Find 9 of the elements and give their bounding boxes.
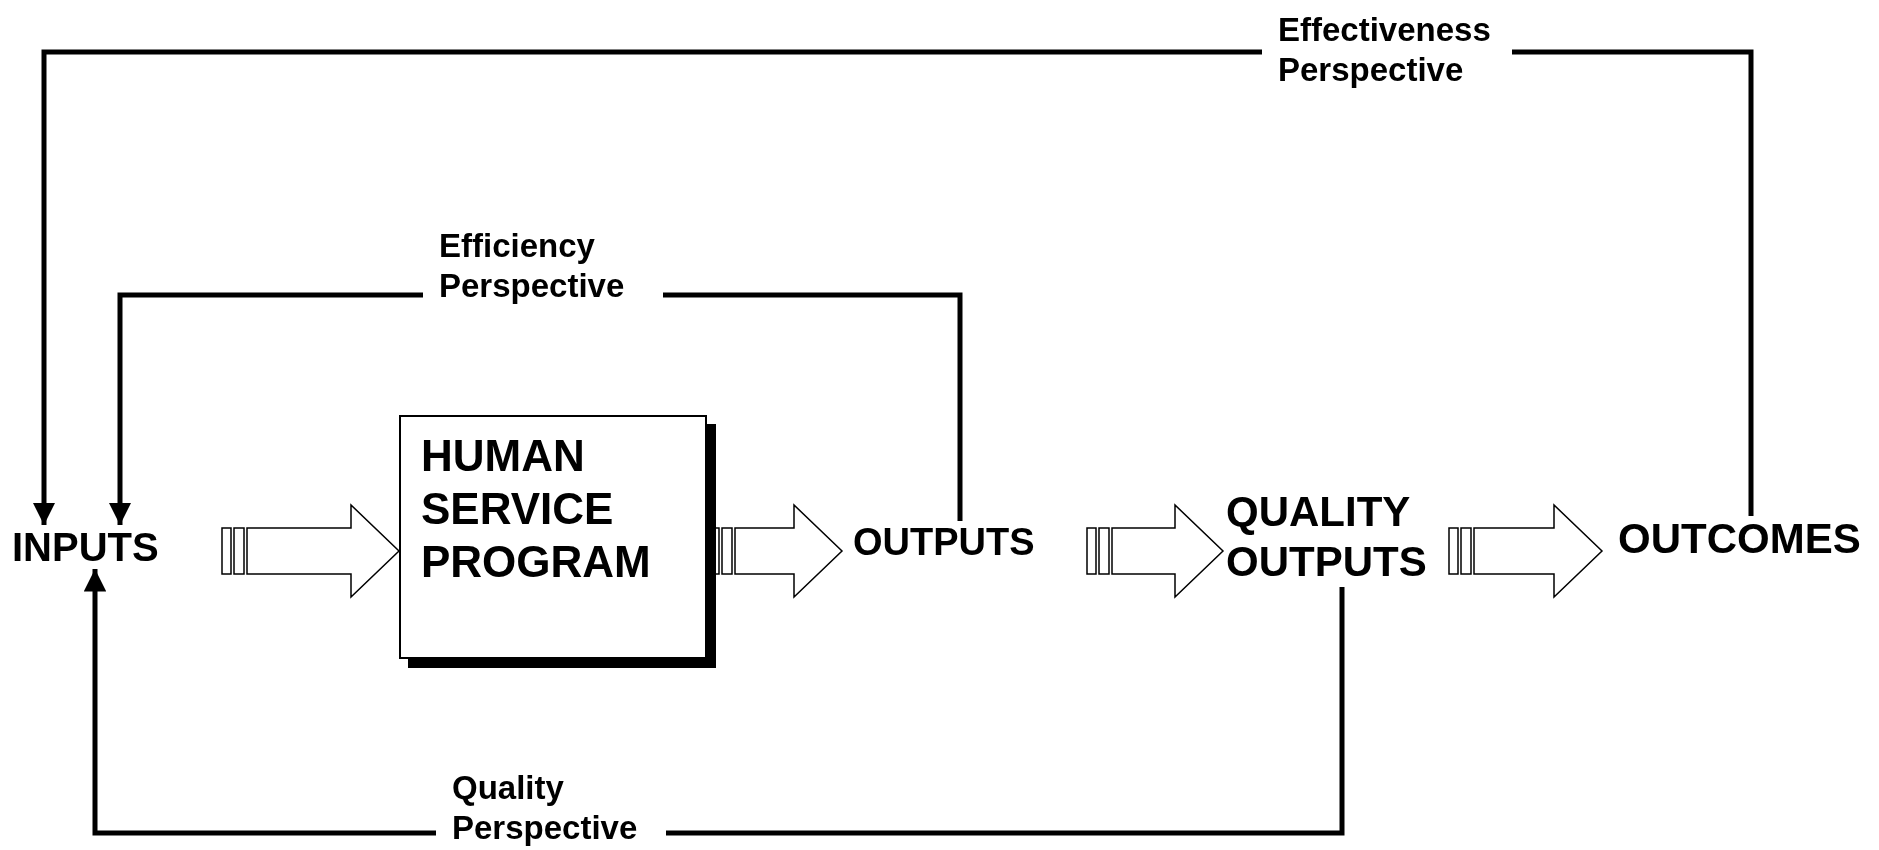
block-arrow <box>221 503 401 599</box>
box-title: HUMAN SERVICE PROGRAM <box>421 430 652 588</box>
feedback-arrow <box>32 49 1754 525</box>
block-arrow <box>1086 503 1225 599</box>
stage-label: OUTPUTS <box>853 521 1045 563</box>
stage-label: INPUTS <box>12 525 182 569</box>
stage-label: QUALITY OUTPUTS <box>1226 487 1441 587</box>
stage-label: OUTCOMES <box>1618 516 1868 562</box>
block-arrow <box>1448 503 1604 599</box>
